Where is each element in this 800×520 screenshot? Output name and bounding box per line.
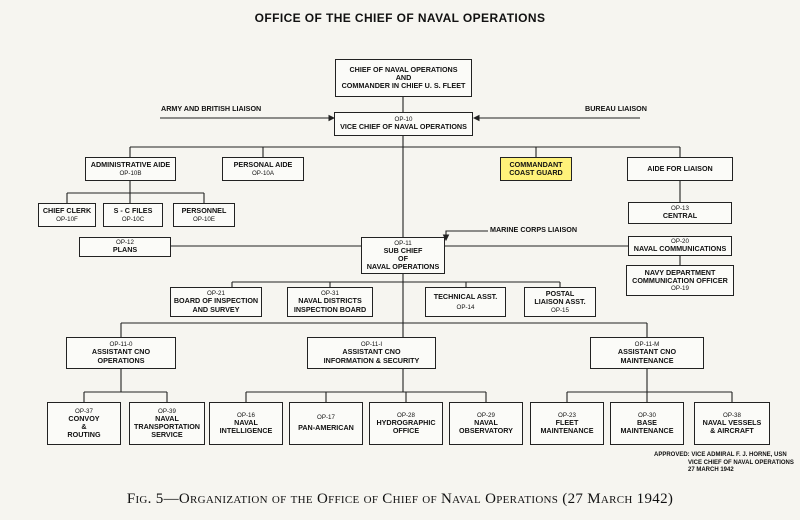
figure-caption: Fig. 5—Organization of the Office of Chi… [126, 491, 674, 507]
personal-aide-box: PERSONAL AIDE OP-10A [222, 157, 304, 181]
marine-liaison-arrow [442, 230, 488, 242]
op30-box: OP-30 BASE MAINTENANCE [610, 402, 684, 445]
op38-box: OP-38 NAVAL VESSELS & AIRCRAFT [694, 402, 770, 445]
marine-corps-liaison-label: MARINE CORPS LIAISON [490, 225, 578, 234]
navy-dept-comm-officer-box: NAVY DEPARTMENT COMMUNICATION OFFICER OP… [626, 265, 734, 296]
approval-note: APPROVED: VICE ADMIRAL F. J. HORNE, USN … [654, 452, 794, 473]
commandant-coast-guard-box: COMMANDANT COAST GUARD [500, 157, 572, 181]
naval-communications-box: OP-20 NAVAL COMMUNICATIONS [628, 236, 732, 256]
op31-box: OP-31 NAVAL DISTRICTS INSPECTION BOARD [287, 287, 373, 317]
administrative-aide-box: ADMINISTRATIVE AIDE OP-10B [85, 157, 176, 181]
op21-box: OP-21 BOARD OF INSPECTION AND SURVEY [170, 287, 262, 317]
personnel-box: PERSONNEL OP-10E [173, 203, 235, 227]
page-title: OFFICE OF THE CHIEF OF NAVAL OPERATIONS [254, 11, 546, 25]
op16-box: OP-16 NAVAL INTELLIGENCE [209, 402, 283, 445]
plans-box: OP-12 PLANS [79, 237, 171, 257]
op23-box: OP-23 FLEET MAINTENANCE [530, 402, 604, 445]
army-british-liaison-label: ARMY AND BRITISH LIAISON [161, 104, 262, 113]
op37-box: OP-37 CONVOY & ROUTING [47, 402, 121, 445]
sub-chief-box: OP-11 SUB CHIEF OF NAVAL OPERATIONS [361, 237, 445, 274]
sc-files-box: S - C FILES OP-10C [103, 203, 163, 227]
vice-chief-box: OP-10 VICE CHIEF OF NAVAL OPERATIONS [334, 112, 473, 136]
central-box: OP-13 CENTRAL [628, 202, 732, 224]
op29-box: OP-29 NAVAL OBSERVATORY [449, 402, 523, 445]
assistant-cno-information-box: OP-11-I ASSISTANT CNO INFORMATION & SECU… [307, 337, 436, 369]
chief-naval-operations-box: CHIEF OF NAVAL OPERATIONS AND COMMANDER … [335, 59, 472, 97]
assistant-cno-maintenance-box: OP-11-M ASSISTANT CNO MAINTENANCE [590, 337, 704, 369]
op28-box: OP-28 HYDROGRAPHIC OFFICE [369, 402, 443, 445]
op14-box: TECHNICAL ASST. OP-14 [425, 287, 506, 317]
chief-clerk-box: CHIEF CLERK OP-10F [38, 203, 96, 227]
op15-box: POSTAL LIAISON ASST. OP-15 [524, 287, 596, 317]
op39-box: OP-39 NAVAL TRANSPORTATION SERVICE [129, 402, 205, 445]
bureau-liaison-label: BUREAU LIAISON [585, 104, 647, 113]
assistant-cno-operations-box: OP-11-0 ASSISTANT CNO OPERATIONS [66, 337, 176, 369]
aide-for-liaison-box: AIDE FOR LIAISON [627, 157, 733, 181]
op17-box: OP-17 PAN-AMERICAN [289, 402, 363, 445]
